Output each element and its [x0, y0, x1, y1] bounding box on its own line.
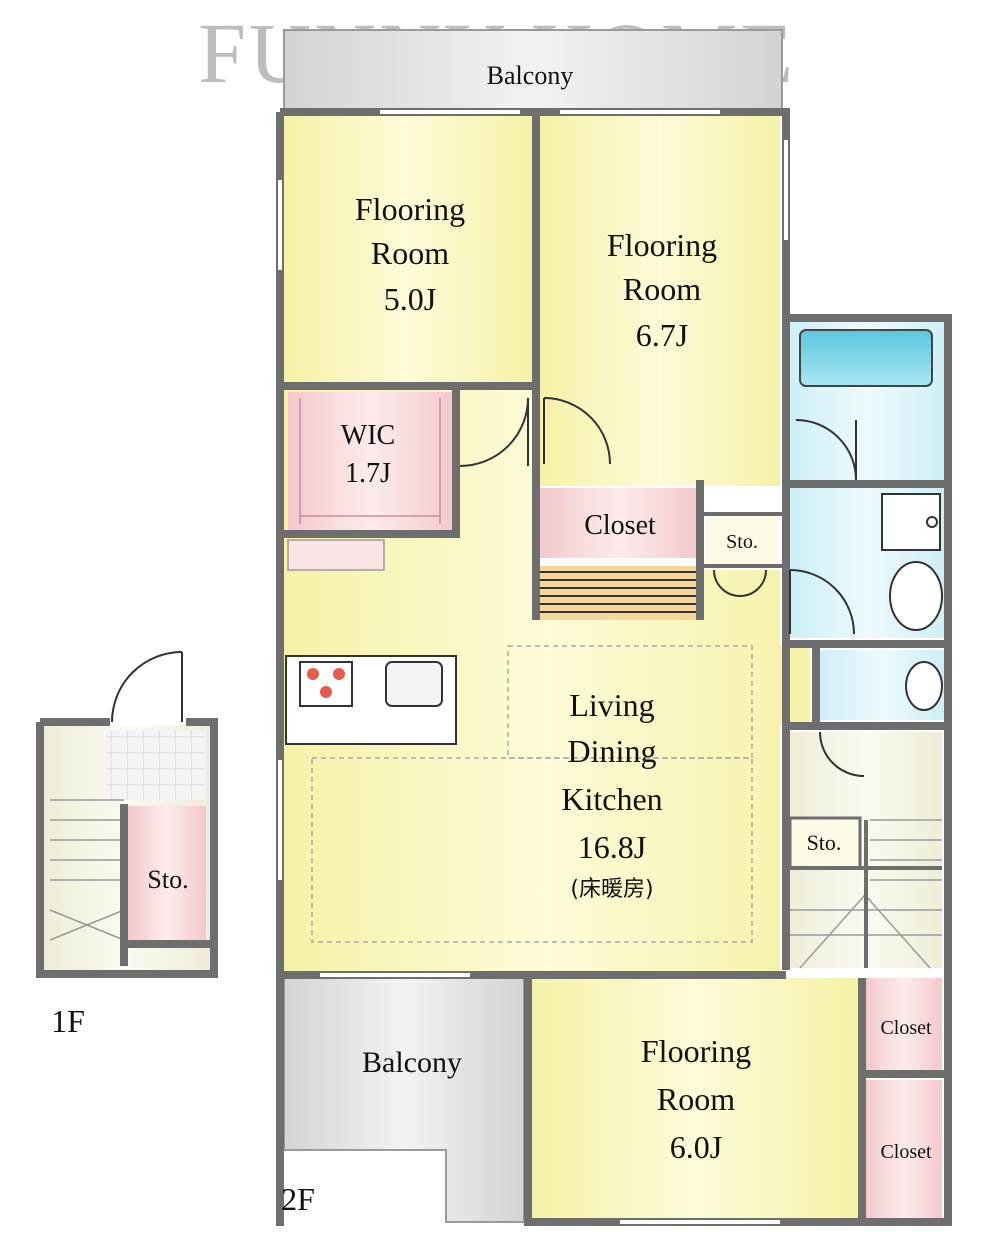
flooring-room-b-size: 6.7J [636, 317, 688, 353]
walls-2f-thin [700, 512, 942, 968]
flooring-room-a-line2: Room [371, 235, 449, 271]
flooring-room-c-line2: Room [657, 1081, 735, 1117]
flooring-room-c-line1: Flooring [641, 1033, 751, 1069]
kitchen-counter [285, 655, 457, 745]
wic-area [288, 392, 454, 530]
storage-1f-area [128, 806, 206, 940]
ldk-line2: Dining [568, 733, 657, 769]
closet-center-area [540, 488, 698, 558]
flooring-room-a-size: 5.0J [384, 281, 436, 317]
wic-size: 1.7J [345, 458, 391, 489]
closet-right-upper-area [866, 978, 942, 1070]
ldk-size: 16.8J [578, 829, 646, 865]
storage-right-label: Sto. [807, 830, 842, 855]
wic-hanger-rails [299, 398, 441, 524]
washing-machine-icon [881, 493, 941, 551]
balcony-top-area [283, 29, 783, 111]
closet-center-label: Closet [584, 510, 656, 541]
storage-1f-label: Sto. [147, 865, 188, 894]
wic-label: WIC [341, 420, 395, 451]
closet-right-upper-label: Closet [880, 1017, 932, 1039]
balcony-bottom-label: Balcony [362, 1046, 462, 1079]
floor-2f-label: 2F [281, 1181, 315, 1217]
toilet-icon [905, 661, 943, 711]
balcony-top-label: Balcony [487, 61, 574, 90]
flooring-room-a-line1: Flooring [355, 191, 465, 227]
floor-1f-label: 1F [51, 1003, 85, 1039]
windows-2f [278, 110, 788, 1224]
wic-shelf [287, 539, 385, 571]
door-swings [459, 397, 865, 777]
entrance-door [111, 651, 183, 723]
washbasin-icon [889, 561, 943, 631]
flooring-room-b-line1: Flooring [607, 227, 717, 263]
flooring-room-b-line2: Room [623, 271, 701, 307]
flooring-room-c-size: 6.0J [670, 1129, 722, 1165]
ldk-line3: Kitchen [561, 781, 662, 817]
stove-icon [299, 661, 353, 707]
storage-small-label: Sto. [726, 531, 758, 553]
ldk-line1: Living [569, 687, 654, 723]
closet-right-lower-label: Closet [880, 1141, 932, 1163]
stairs-center [540, 566, 696, 620]
storage-small-area [706, 514, 778, 566]
bathtub-icon [799, 329, 933, 387]
closet-right-lower-area [866, 1080, 942, 1218]
walls-1f [36, 718, 218, 978]
flooring-room-6-area [530, 978, 860, 1218]
entrance-tiles [106, 730, 206, 800]
flooring-room-5-area [284, 116, 532, 386]
flooring-room-67-area [540, 116, 780, 486]
stairs-1f-treads [49, 799, 125, 941]
sink-icon [385, 661, 443, 707]
balcony-bottom-area [283, 977, 525, 1223]
ldk-note: (床暖房) [570, 877, 653, 902]
ldk-dashed-zone-lower [311, 757, 753, 943]
